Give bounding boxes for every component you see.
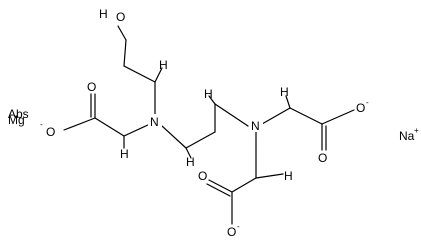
bond-ch2-c-right [289, 107, 323, 125]
atom-bottom-o-minus: O [227, 225, 236, 239]
atom-chain-h: H [159, 58, 168, 72]
bond-n-bridge-1 [161, 125, 187, 149]
bond-bridge-h-right [208, 95, 216, 105]
charge-sodium-plus: + [414, 126, 419, 135]
ion-magnesium: Mg [8, 113, 25, 127]
bond-ch2-c-left [94, 117, 125, 137]
charge-bottom-minus: - [237, 222, 240, 231]
atom-left-o-minus: O [46, 125, 55, 139]
atom-bottom-h: H [284, 169, 293, 183]
bond-ch2-h-top [285, 95, 291, 109]
atom-n-left: N [150, 115, 159, 129]
bond-bridge-2 [185, 131, 216, 149]
bond-lines [63, 25, 355, 225]
atom-bridge-h-left: H [186, 155, 195, 169]
bond-n-ch2-left [123, 123, 151, 137]
atom-left-o-double: O [87, 80, 96, 94]
charge-left-minus: - [40, 120, 43, 129]
bond-c-o-double-bottom-a [208, 179, 233, 193]
atom-right-o-double: O [318, 151, 327, 165]
counter-ions: Na + Mg Abs [8, 107, 419, 143]
atom-bottom-o-double: O [198, 169, 207, 183]
bond-bottom-c [231, 177, 257, 193]
atom-left-ch2-h: H [120, 147, 129, 161]
atom-top-right-h: H [280, 85, 289, 99]
bond-bottom-h [255, 173, 284, 179]
bond-n-right-ch2 [261, 107, 291, 125]
bond-c-o-minus-right [321, 109, 355, 125]
bond-c-c-arm-2 [123, 65, 156, 83]
ion-overlay-label: Abs [8, 107, 29, 121]
atom-bridge-h-right: H [204, 87, 213, 101]
ion-sodium: Na [399, 129, 415, 143]
bond-o-c [117, 25, 127, 41]
bond-bridge-n-right [214, 103, 249, 127]
charge-right-minus: - [366, 98, 369, 107]
atom-hydroxyl-o: O [116, 10, 125, 24]
atom-right-o-minus: O [356, 101, 365, 115]
bond-c-c-arm-1 [123, 39, 127, 67]
atom-n-right: N [251, 119, 260, 133]
atom-labels: H O H N H H N O O - H H O O - H O O - [40, 5, 369, 239]
bond-c-o-double-bottom-b [206, 183, 231, 197]
bond-c-h-arm [154, 67, 163, 83]
bond-bridge-h-left [185, 147, 192, 159]
atom-hydroxyl-h: H [99, 7, 108, 21]
bond-c-o-minus-left [63, 117, 96, 131]
